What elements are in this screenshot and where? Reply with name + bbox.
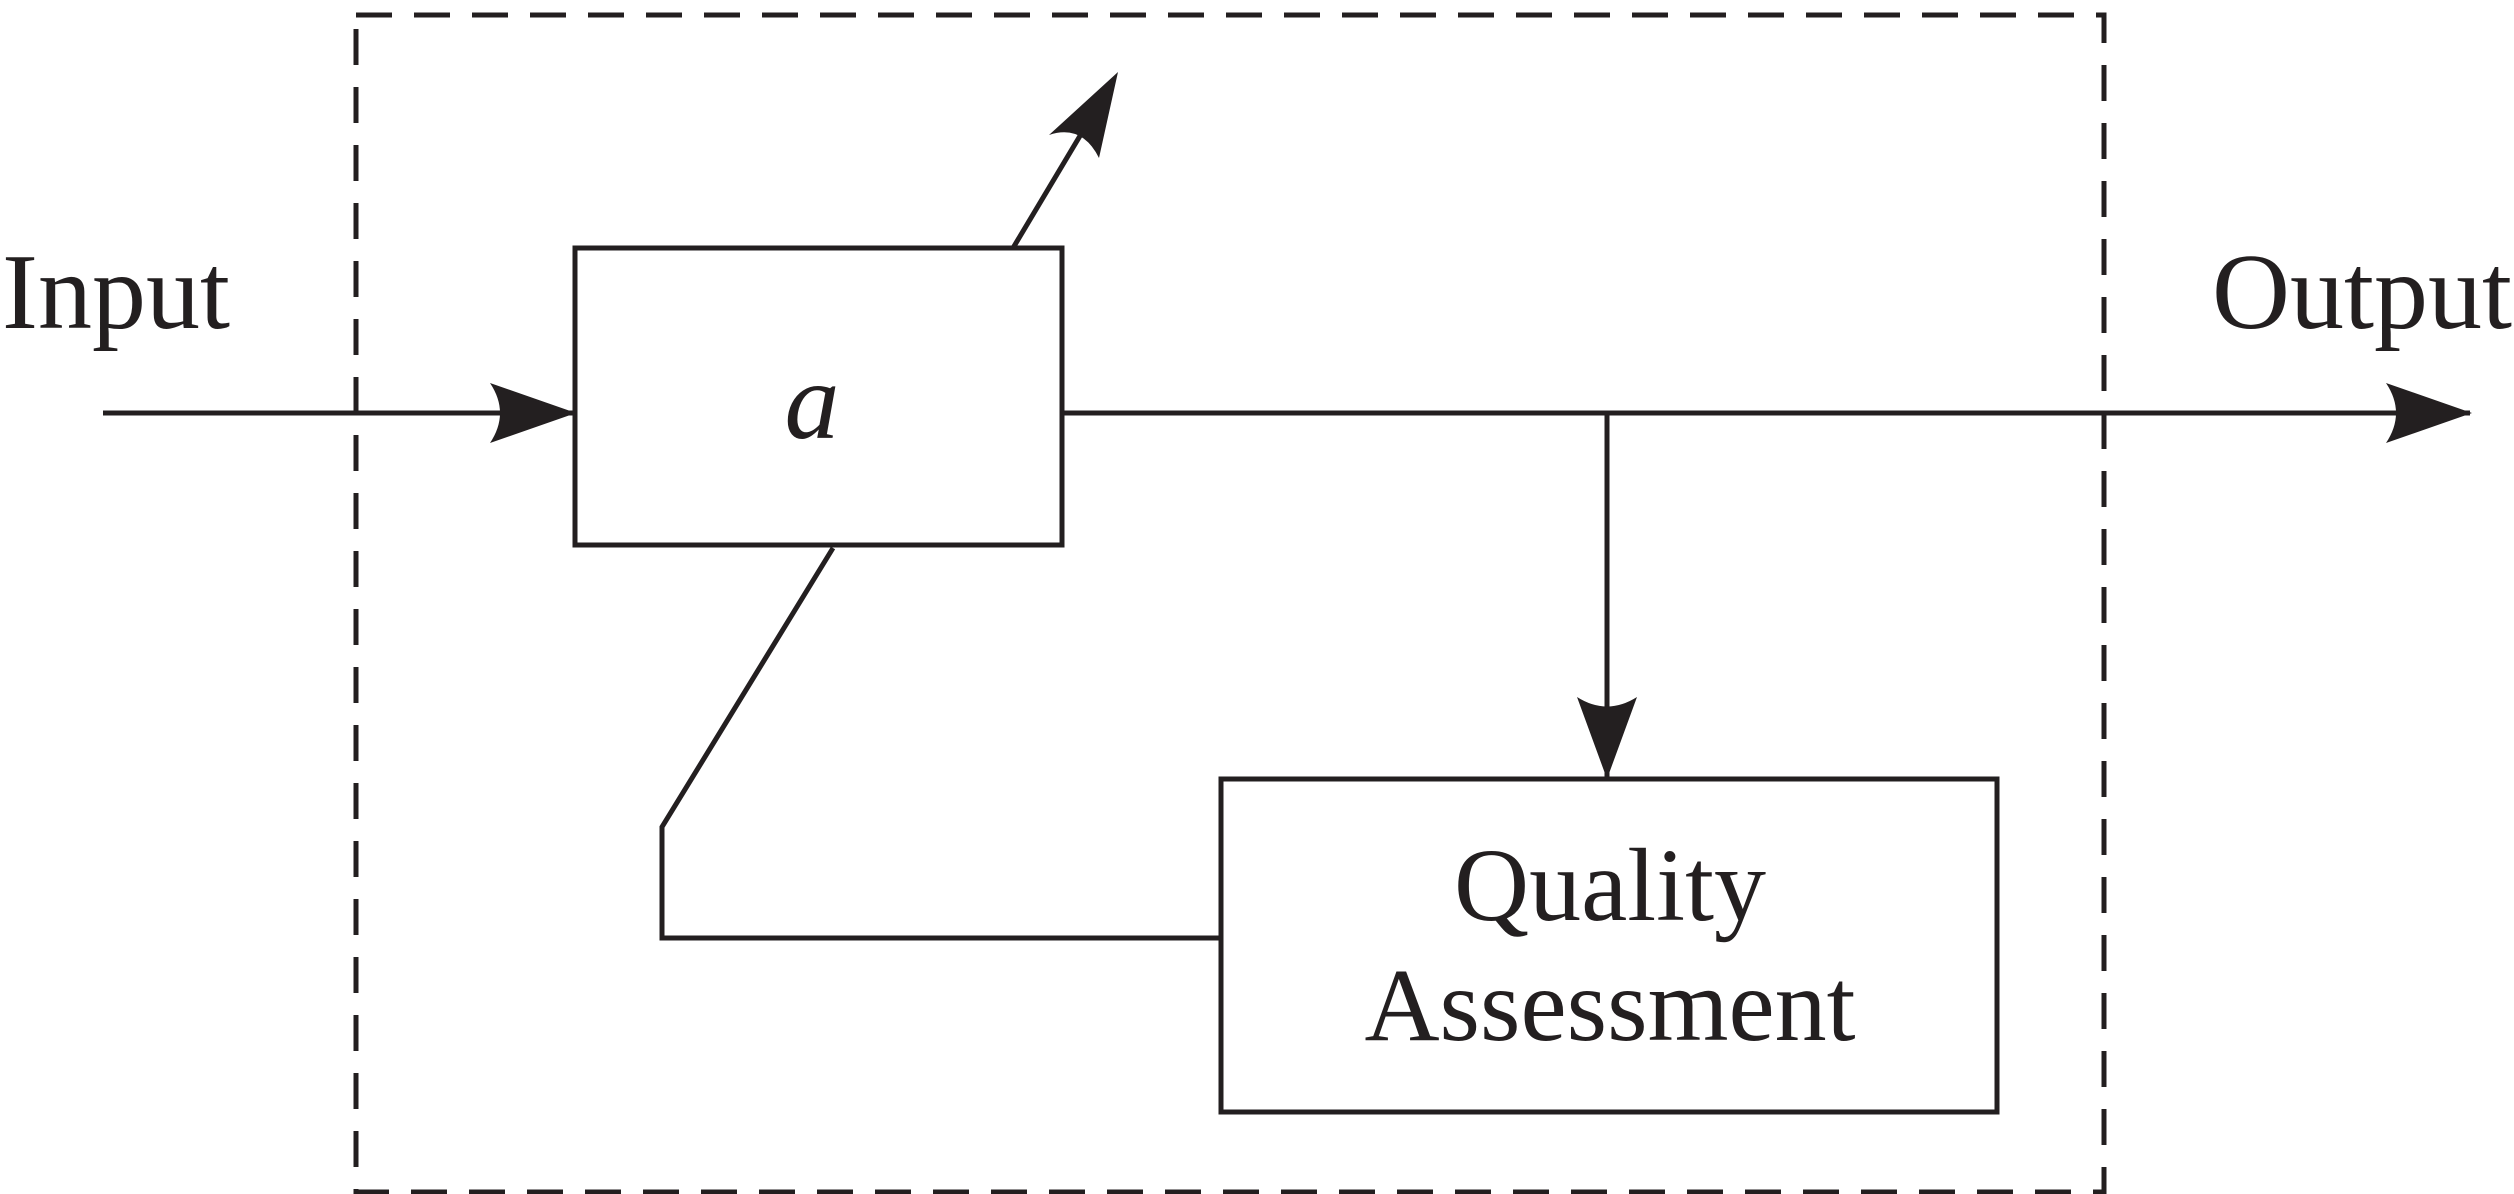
block-a (572, 245, 1065, 548)
quality-assessment-label-line1: Quality (1454, 828, 1766, 943)
branch-arrowhead (1577, 697, 1637, 779)
quality-assessment-label-line2: Assessment (1364, 948, 1855, 1063)
input-label: Input (2, 233, 230, 352)
block-a-label: a (785, 340, 840, 462)
feedback-line (659, 546, 1221, 941)
output-label: Output (2212, 233, 2512, 352)
quality-assessment-block (1218, 776, 2000, 1115)
system-boundary (353, 12, 2107, 1194)
adjustment-arrowhead (1049, 72, 1118, 158)
output-arrowhead (2386, 383, 2472, 443)
input-arrowhead (490, 383, 576, 443)
